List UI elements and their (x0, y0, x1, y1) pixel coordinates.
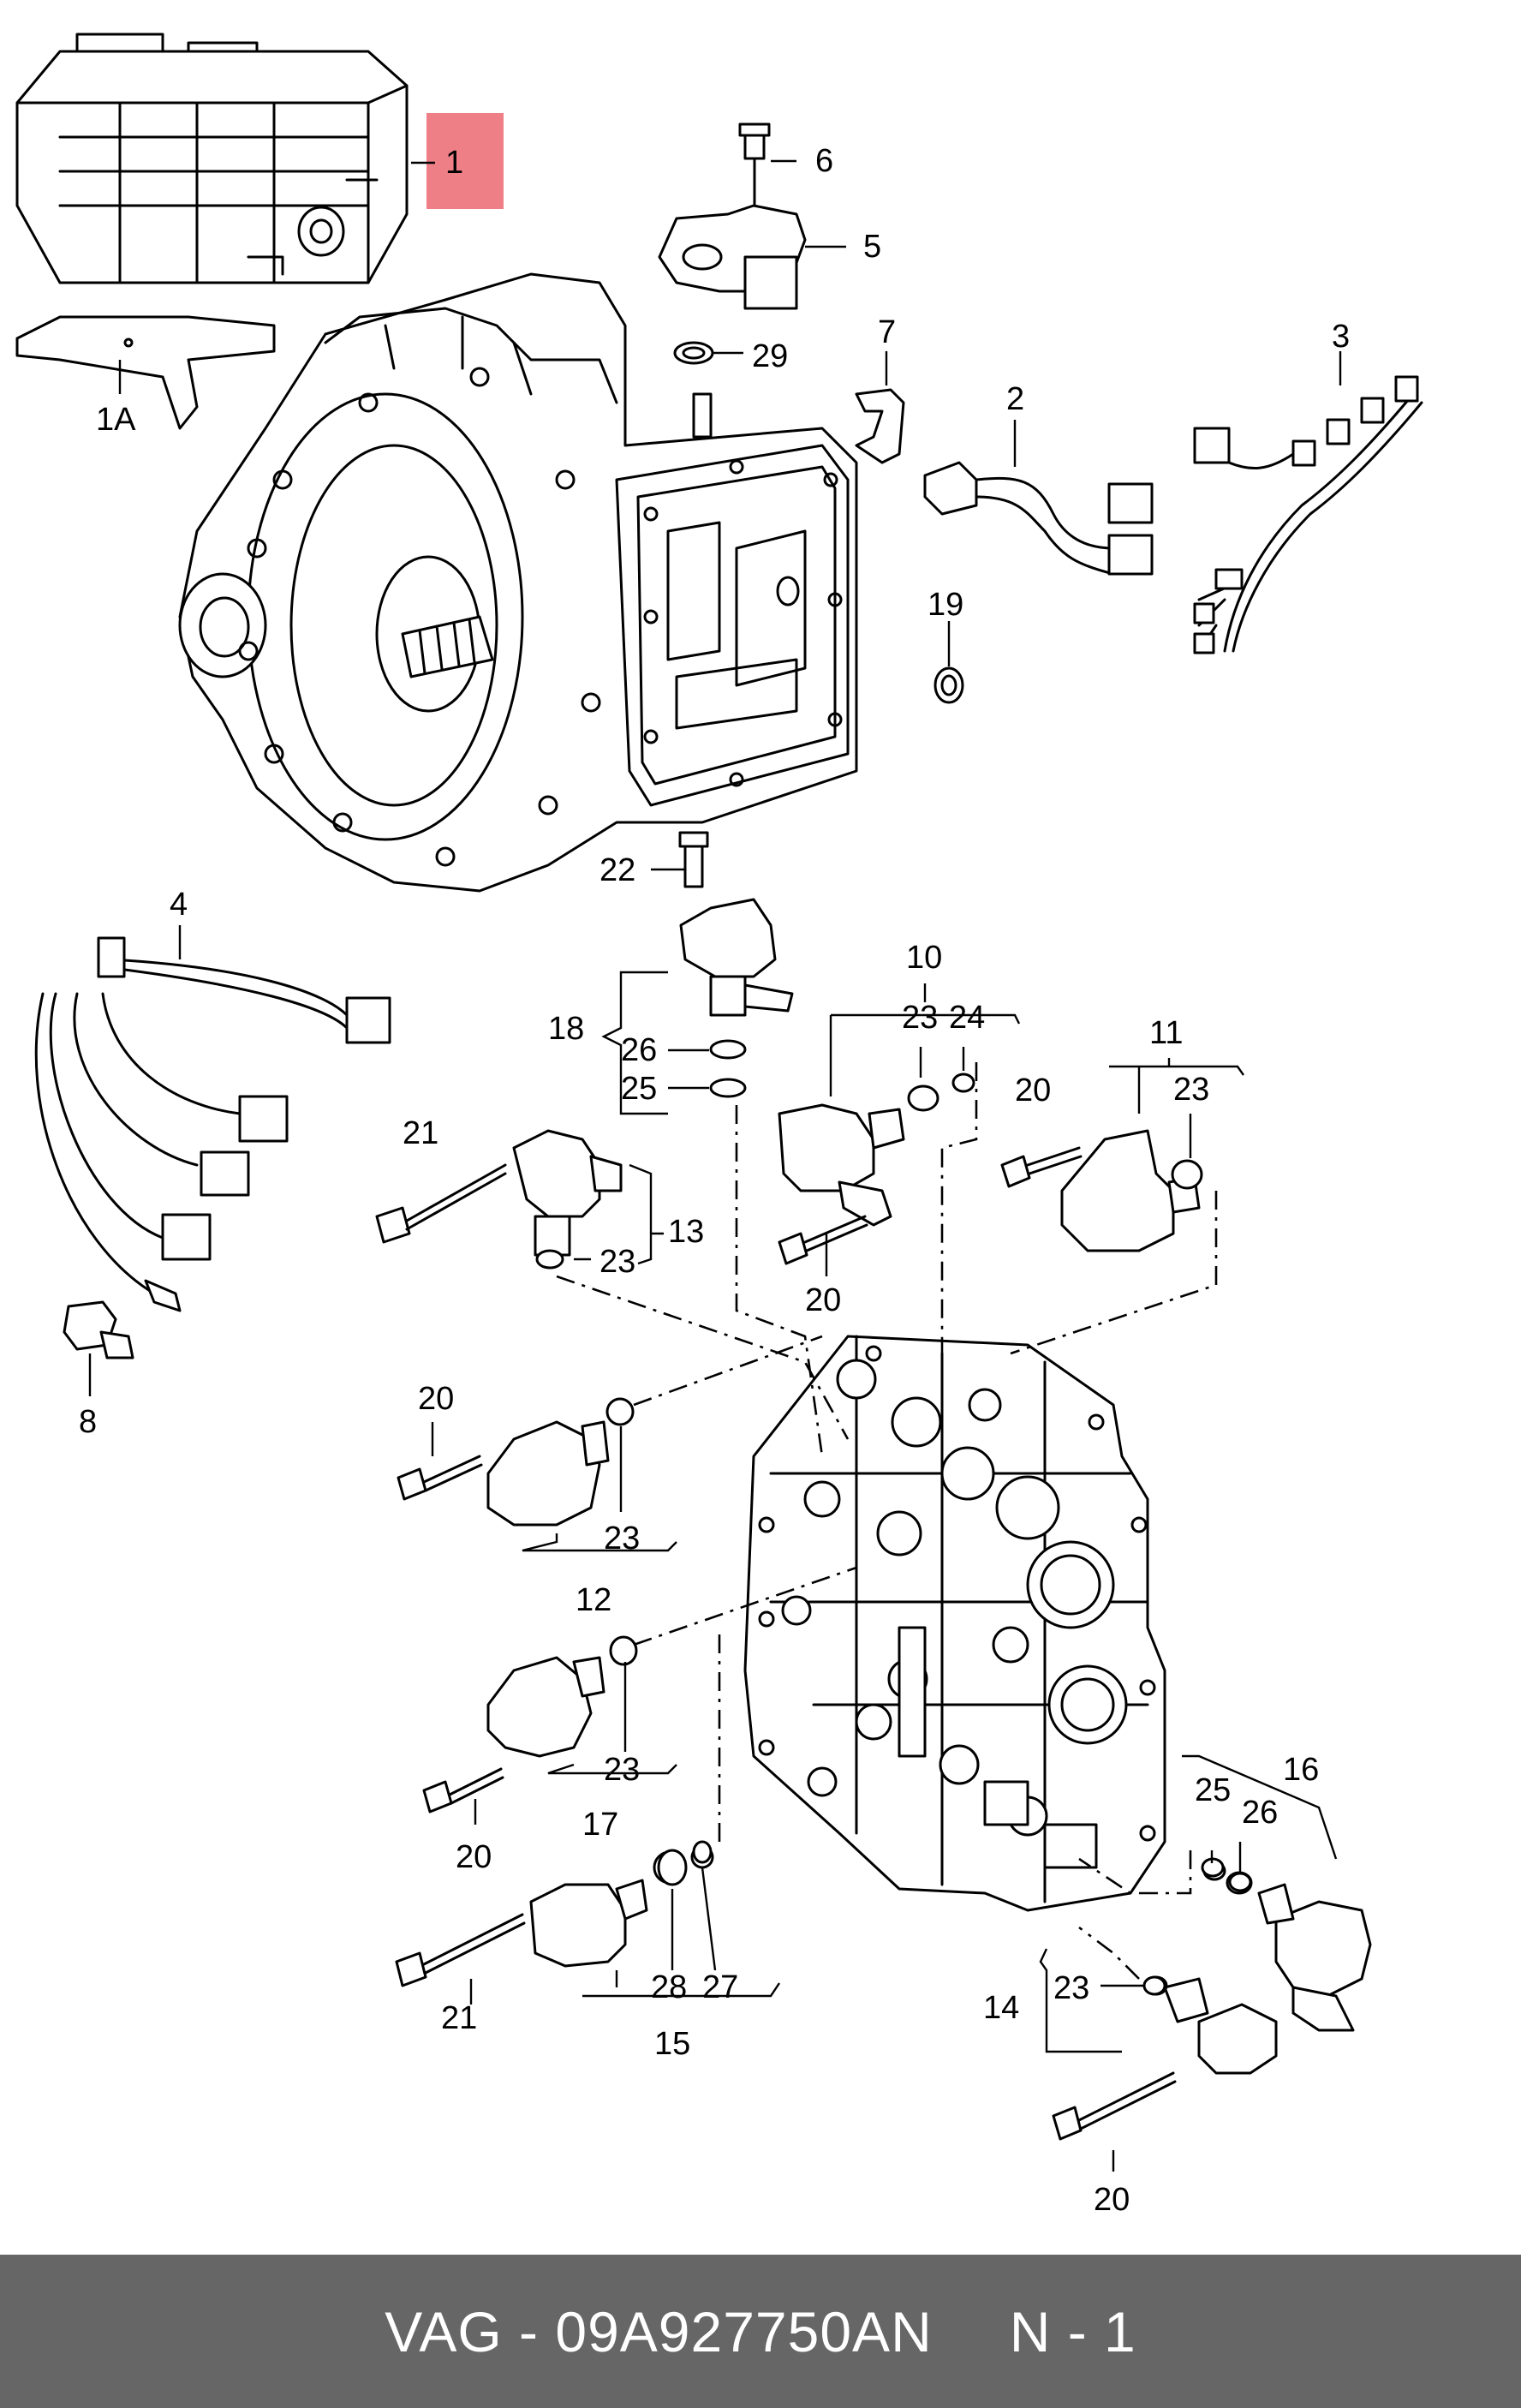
label-20-b: 20 (805, 1282, 841, 1318)
label-23-a: 23 (902, 1000, 938, 1036)
harness-4-drawing (34, 936, 391, 1312)
label-16: 16 (1283, 1752, 1319, 1788)
solenoid-14-drawing (1144, 1975, 1278, 2075)
label-26-a: 26 (621, 1032, 657, 1068)
label-26-b: 26 (1242, 1795, 1278, 1831)
label-8: 8 (79, 1404, 97, 1440)
part-labels: 1 1A 2 3 4 5 6 7 8 10 11 12 13 14 15 16 … (79, 143, 1350, 2218)
footer-page-code: N - 1 (1009, 2299, 1136, 2363)
label-22: 22 (599, 852, 635, 888)
label-1: 1 (445, 145, 463, 181)
label-28: 28 (651, 1969, 687, 2005)
label-20-e: 20 (1094, 2182, 1130, 2218)
valve-body-drawing (743, 1335, 1166, 1912)
label-23-c: 23 (599, 1244, 635, 1280)
label-27: 27 (702, 1969, 738, 2005)
control-unit-drawing (15, 33, 409, 284)
label-20-c: 20 (418, 1381, 454, 1417)
label-25-b: 25 (1195, 1772, 1231, 1808)
callout-lines (88, 159, 1342, 2172)
label-2: 2 (1006, 381, 1024, 417)
footer-part-number: 09A927750AN (555, 2299, 933, 2363)
solenoid-13-drawing (512, 1129, 623, 1270)
label-29: 29 (752, 338, 788, 374)
seal-rings-drawing (657, 1840, 1252, 1996)
label-23-f: 23 (1053, 1970, 1089, 2006)
wiring-loom-drawing (1193, 375, 1423, 654)
assembly-lines (556, 1062, 1218, 1980)
label-3: 3 (1332, 319, 1350, 355)
label-13: 13 (668, 1214, 704, 1250)
part-number-footer: VAG - 09A927750AN N - 1 (0, 2255, 1521, 2408)
o-ring-drawing (933, 666, 964, 704)
label-14: 14 (983, 1990, 1019, 2026)
exploded-parts-diagram: 1 1A 2 3 4 5 6 7 8 10 11 12 13 14 15 16 … (15, 33, 1423, 2218)
connector-harness-drawing (923, 461, 1154, 576)
solenoid-18-drawing (678, 831, 794, 1098)
label-7: 7 (878, 314, 896, 350)
label-6: 6 (815, 143, 833, 179)
label-23-e: 23 (604, 1752, 640, 1788)
label-20-d: 20 (456, 1839, 492, 1875)
clip-drawing (855, 388, 905, 464)
footer-brand: VAG (385, 2299, 503, 2363)
label-4: 4 (170, 887, 188, 923)
label-11: 11 (1149, 1015, 1183, 1051)
footer-separator: - (519, 2299, 540, 2363)
gearbox-housing-drawing (178, 272, 858, 893)
highlight-box (426, 113, 504, 209)
label-21-a: 21 (403, 1115, 438, 1151)
label-24: 24 (949, 1000, 985, 1036)
label-10: 10 (906, 940, 942, 976)
solenoid-16-drawing (1202, 1861, 1372, 2032)
label-1a: 1A (96, 402, 136, 438)
label-19: 19 (928, 587, 963, 623)
label-18: 18 (548, 1011, 584, 1047)
label-23-b: 23 (1173, 1072, 1209, 1108)
solenoid-11-drawing (1060, 1129, 1203, 1252)
solenoid-10-drawing (778, 1073, 975, 1227)
label-17: 17 (582, 1807, 618, 1843)
solenoid-12-drawing (486, 1397, 635, 1527)
switch-assembly-drawing (658, 122, 807, 365)
label-5: 5 (863, 229, 881, 265)
bolts-drawing (375, 1146, 1177, 2141)
label-25-a: 25 (621, 1071, 657, 1107)
sensor-drawing (63, 1300, 134, 1359)
bracket-drawing (15, 315, 276, 430)
label-15: 15 (654, 2026, 690, 2062)
label-12: 12 (576, 1582, 611, 1618)
label-23-d: 23 (604, 1521, 640, 1557)
label-20-a: 20 (1015, 1073, 1051, 1108)
label-21-b: 21 (441, 2000, 477, 2036)
solenoid-17-drawing (486, 1635, 638, 1758)
